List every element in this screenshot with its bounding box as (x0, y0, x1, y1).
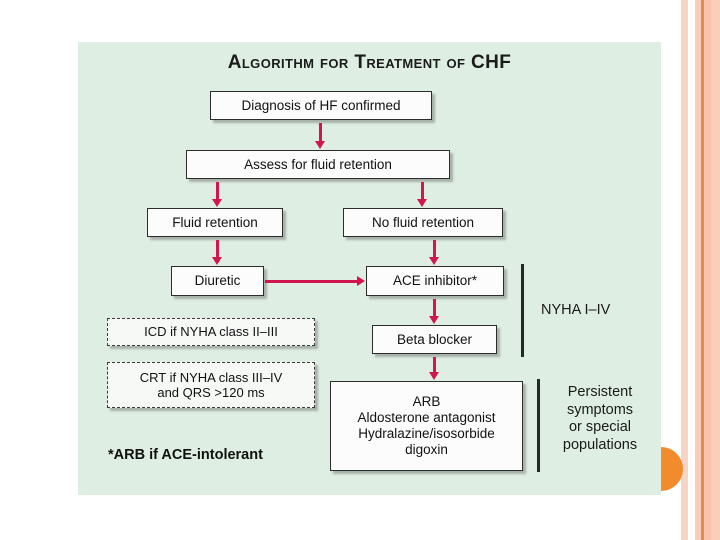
decor-stripe-2 (688, 0, 695, 540)
slide-panel: Algorithm for Treatment of CHF Diagnosis… (78, 42, 661, 495)
flow-node-beta-blocker: Beta blocker (372, 325, 497, 354)
flow-node-ace-inhibitor: ACE inhibitor* (366, 266, 504, 296)
flow-node-diuretic: Diuretic (171, 266, 264, 296)
arrow-nofluid-to-ace-shaft (433, 240, 436, 258)
arrow-diuretic-to-ace-head (357, 276, 365, 286)
persistent-bracket-label: Persistent symptoms or special populatio… (548, 384, 652, 455)
arrow-ace-to-beta-head (429, 316, 439, 324)
arrow-assess-to-nofluid-shaft (421, 182, 424, 200)
decor-stripe-4 (701, 0, 704, 540)
arb-line-4: digoxin (405, 441, 448, 457)
crt-line-2: and QRS >120 ms (157, 385, 265, 400)
persistent-line-3: or special (568, 419, 632, 436)
footnote-arb-intolerant: *ARB if ACE-intolerant (108, 447, 263, 463)
arb-line-1: ARB (412, 394, 441, 410)
arrow-assess-to-nofluid-head (417, 199, 427, 207)
arrow-diagnosis-to-assess-shaft (319, 123, 322, 142)
orange-half-disc-decoration (661, 447, 683, 491)
flow-node-diagnosis: Diagnosis of HF confirmed (210, 91, 432, 120)
flow-node-crt-device: CRT if NYHA class III–IV and QRS >120 ms (107, 362, 315, 408)
persistent-line-1: Persistent (567, 384, 633, 400)
arrow-assess-to-fluid-head (212, 199, 222, 207)
arrow-beta-to-arb-shaft (433, 357, 436, 373)
arrow-fluid-to-diuretic-shaft (216, 240, 219, 258)
persistent-line-4: populations (562, 437, 638, 454)
persistent-line-2: symptoms (566, 401, 634, 418)
arb-line-3: Hydralazine/isosorbide (358, 426, 495, 441)
decor-stripe-1 (681, 0, 688, 540)
arrow-assess-to-fluid-shaft (216, 182, 219, 200)
arrow-fluid-to-diuretic-head (212, 257, 222, 265)
decor-stripe-6 (711, 0, 720, 540)
persistent-bracket-bar (537, 379, 540, 472)
arrow-beta-to-arb-head (429, 372, 439, 380)
flow-node-fluid-retention: Fluid retention (147, 208, 283, 237)
nyha-bracket-label: NYHA I–IV (541, 302, 611, 318)
arrow-ace-to-beta-shaft (433, 299, 436, 317)
crt-line-1: CRT if NYHA class III–IV (139, 369, 283, 385)
decor-stripe-3 (695, 0, 701, 540)
arrow-diagnosis-to-assess-head (315, 141, 325, 149)
arb-line-2: Aldosterone antagonist (357, 410, 496, 426)
nyha-bracket-bar (521, 264, 524, 357)
flow-node-no-fluid-retention: No fluid retention (343, 208, 503, 237)
flow-node-assess-fluid-retention: Assess for fluid retention (186, 150, 450, 179)
arrow-diuretic-to-ace-shaft (265, 280, 358, 283)
arrow-nofluid-to-ace-head (429, 257, 439, 265)
decor-stripe-5 (704, 0, 711, 540)
flow-node-icd-device: ICD if NYHA class II–III (107, 318, 315, 346)
flow-node-arb-group: ARB Aldosterone antagonist Hydralazine/i… (330, 381, 523, 471)
page-title: Algorithm for Treatment of CHF (227, 52, 512, 73)
